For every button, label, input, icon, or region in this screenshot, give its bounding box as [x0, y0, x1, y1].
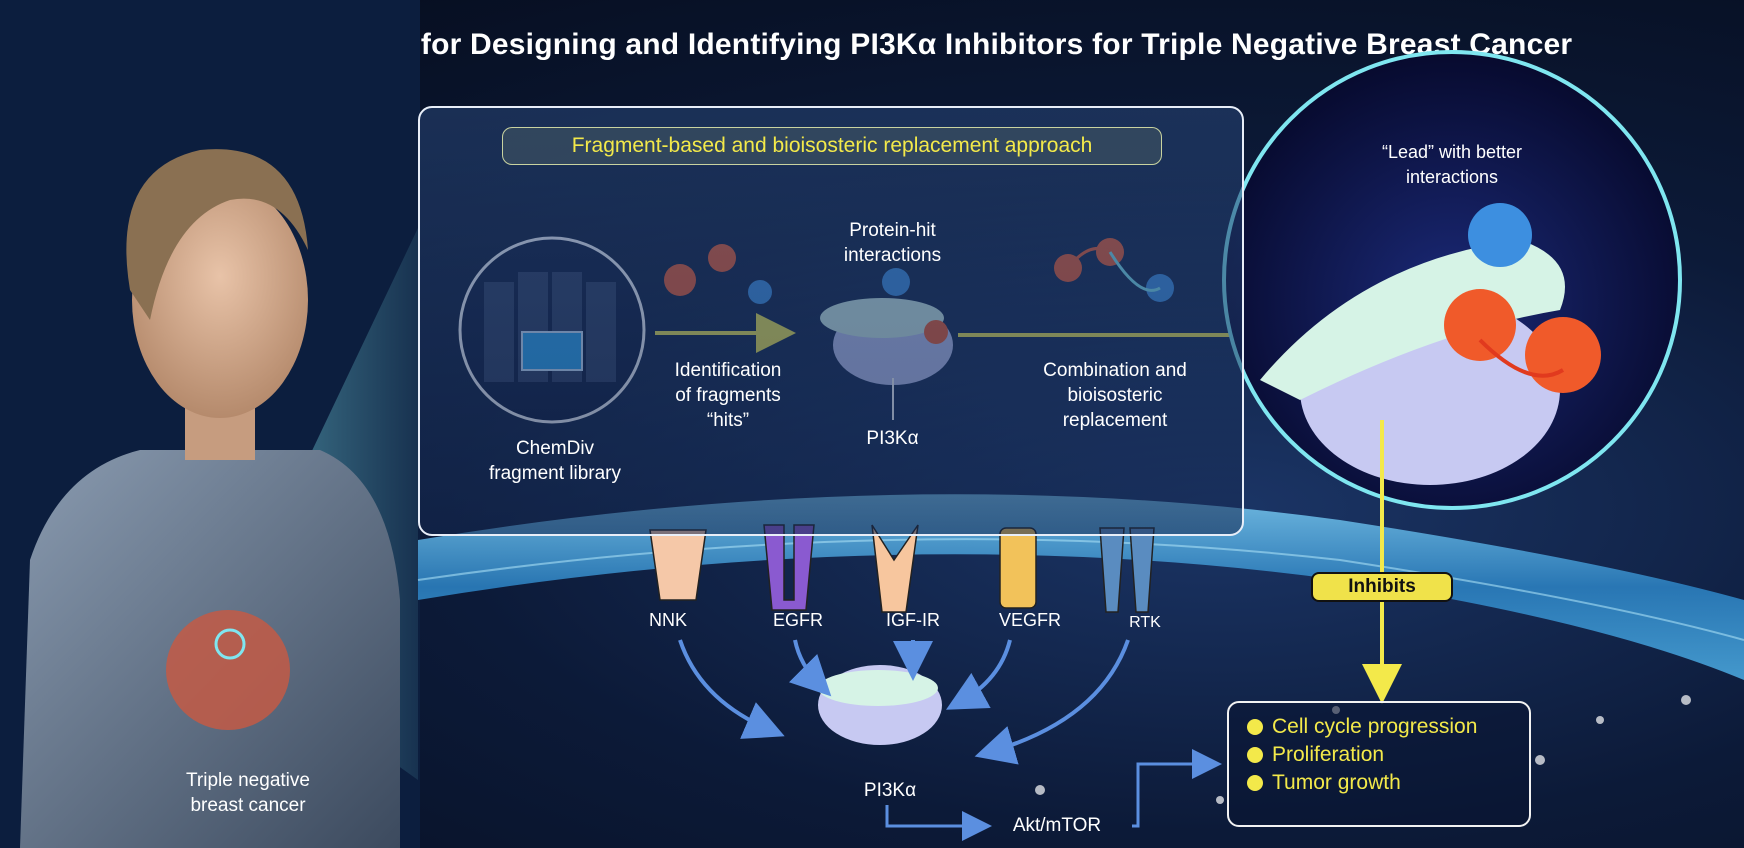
lead-line-2: interactions [1405, 167, 1499, 187]
lead-label: “Lead” with better interactions [1342, 140, 1562, 190]
outcome-text: Cell cycle progression [1272, 715, 1478, 738]
outcome-text: Proliferation [1272, 743, 1385, 766]
outcome-item: Cell cycle progression [1247, 713, 1529, 741]
protein-hit-line-1: Protein-hit [849, 220, 936, 241]
combination-line-2: bioisosteric [1067, 385, 1163, 406]
receptor-nnk [649, 529, 707, 601]
protein-hit-label: Protein-hit interactions [800, 218, 985, 268]
bullet-dot-icon [1247, 775, 1263, 791]
akt-mtor-label: Akt/mTOR [1012, 815, 1102, 836]
background-particles [1035, 695, 1691, 804]
patient-line-1: Triple negative [186, 770, 310, 791]
bullet-dot-icon [1247, 719, 1263, 735]
identification-line-2: of fragments [675, 385, 781, 406]
lead-line-1: “Lead” with better [1381, 142, 1523, 162]
cell-membrane [418, 494, 1744, 680]
tumor-marker [214, 628, 246, 660]
patient-line-2: breast cancer [190, 795, 306, 816]
lead-structure [1222, 50, 1682, 510]
chemdiv-library-label: ChemDiv fragment library [455, 436, 655, 486]
patient-label: Triple negative breast cancer [148, 768, 348, 818]
chemdiv-line-2: fragment library [489, 463, 621, 484]
chemdiv-line-1: ChemDiv [515, 438, 595, 459]
outcome-item: Tumor growth [1247, 769, 1529, 797]
inhibits-badge: Inhibits [1311, 572, 1453, 602]
pi3k-pathway-structure [818, 665, 942, 745]
approach-panel [418, 106, 1244, 536]
receptor-label-vegfr: VEGFR [998, 610, 1061, 630]
combination-line-1: Combination and [1043, 360, 1187, 381]
patient-figure [20, 149, 400, 848]
pathway-pi3k-label: PI3Kα [863, 780, 917, 801]
identification-line-1: Identification [674, 360, 782, 381]
approach-pi3k-label: PI3Kα [866, 428, 919, 449]
receptor-label-igf-ir: IGF-IR [886, 610, 940, 630]
receptor-label-nnk: NNK [648, 610, 687, 630]
signal-arrows [678, 639, 1222, 841]
outcome-text: Tumor growth [1272, 771, 1401, 794]
breast-tissue [166, 610, 290, 730]
receptor-label-rtk: RTK [1129, 614, 1161, 631]
protein-hit-line-2: interactions [843, 245, 942, 266]
outcomes-panel: Cell cycle progression Proliferation Tum… [1227, 701, 1531, 827]
combination-line-3: replacement [1062, 410, 1168, 431]
receptor-vegfr [999, 527, 1037, 609]
approach-banner: Fragment-based and bioisosteric replacem… [502, 127, 1162, 165]
combination-label: Combination and bioisosteric replacement [1010, 358, 1220, 433]
bullet-dot-icon [1247, 747, 1263, 763]
outcome-item: Proliferation [1247, 741, 1529, 769]
identification-line-3: “hits” [706, 410, 750, 431]
identification-label: Identification of fragments “hits” [643, 358, 813, 433]
receptor-label-egfr: EGFR [772, 610, 823, 630]
receptor-igf-ir [871, 524, 919, 613]
